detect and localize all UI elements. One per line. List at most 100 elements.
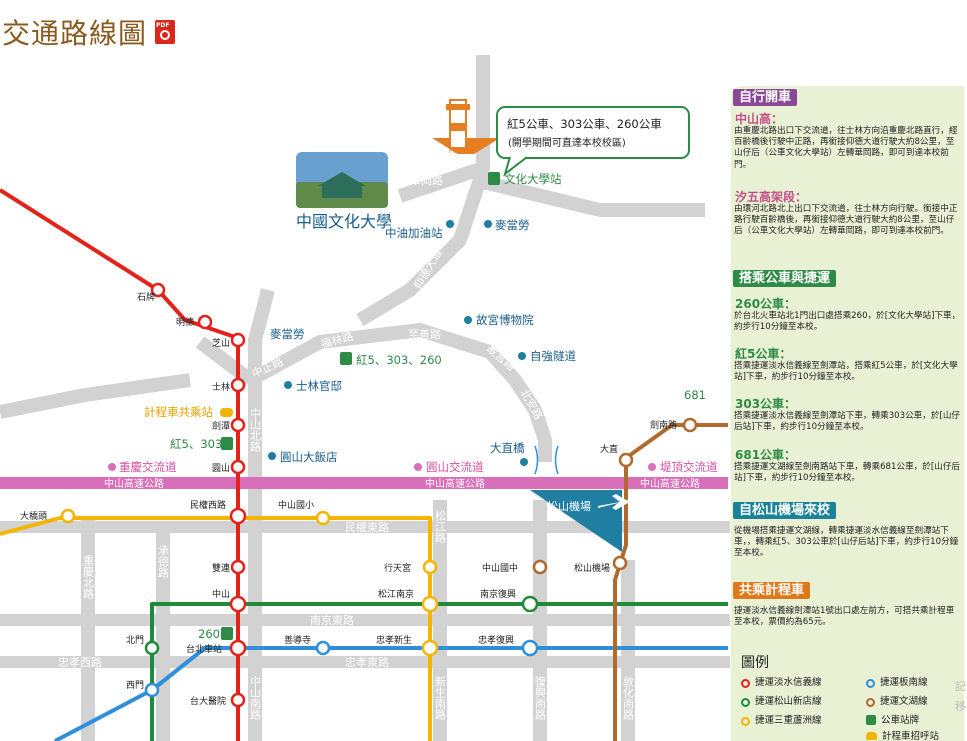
station-label-zhongshan-jh: 中山國中 — [482, 562, 518, 574]
pdf-icon-text: PDF — [156, 22, 170, 29]
road-hwagang — [397, 55, 490, 203]
station-mingde — [197, 314, 213, 330]
interchange-chongqing-dot — [108, 463, 116, 471]
station-label-taipei-main: 台北車站 — [186, 643, 222, 655]
directions-panel: 自行開車 中山高： 由重慶北路出口下交流道，往士林方向沿重慶北路直行，經百齡橋後… — [731, 86, 964, 741]
freeway-band — [0, 477, 728, 489]
airport-area — [530, 490, 622, 552]
place-hotel: 圓山大飯店 — [280, 450, 338, 464]
station-label-zhongshan-elem: 中山國小 — [278, 499, 314, 511]
station-jiannan — [682, 417, 698, 433]
legend-item-green: 捷運松山新店線 — [741, 693, 822, 707]
page-title: 交通路線圖 — [2, 17, 148, 50]
station-label-nanjing-fuxing: 南京復興 — [480, 588, 516, 600]
taxi-icon — [220, 408, 233, 417]
bus-b2: 搭乘捷運淡水信義線至劍潭站，搭乘紅5公車，於[文化大學站]下車，約步行10分鐘至… — [734, 361, 958, 383]
pdf-download-icon[interactable]: PDF — [155, 20, 175, 44]
bus-h3: 303公車： — [735, 397, 797, 411]
legend-blue-label: 捷運板南線 — [880, 677, 928, 688]
station-shuanglian — [230, 559, 246, 575]
station-label-shipai: 石牌 — [137, 291, 155, 303]
road-label-fuxing-s: 復興南路 — [534, 676, 547, 721]
road-label-nanjing-e: 南京東路 — [310, 613, 354, 627]
station-label-beimen: 北門 — [126, 635, 144, 646]
bus-b4: 搭乘捷運文湖線至劍南路站下車，轉乘681公車，於[山仔后站]下車，約步行10分鐘… — [734, 462, 961, 484]
station-xingtian — [422, 559, 438, 575]
section-drive: 自行開車 — [733, 89, 798, 106]
campus-building — [318, 172, 366, 198]
mrt-blue-line — [54, 646, 728, 741]
legend-item-yellow: 捷運三重蘆洲線 — [741, 712, 822, 726]
interchange-dingti: 堤頂交流道 — [660, 460, 718, 474]
bus-stop-label: 文化大學站 — [504, 172, 562, 186]
legend-red-label: 捷運淡水信義線 — [755, 677, 822, 688]
bus-h4: 681公車： — [735, 448, 797, 462]
bus-callout-box — [496, 106, 690, 159]
station-songjiang-nanjing — [421, 595, 439, 613]
bus-260-label: 260 — [198, 627, 220, 641]
place-bridge: 大直橋 — [490, 441, 525, 455]
place-museum: 故宮博物院 — [476, 313, 534, 327]
bus-callout-line1: 紅5公車、303公車、260公車 — [507, 117, 662, 131]
station-shandao — [315, 640, 331, 656]
station-zhishan — [230, 332, 246, 348]
legend-yellow-label: 捷運三重蘆洲線 — [755, 715, 822, 726]
pdf-swirl — [160, 30, 170, 40]
station-ximen — [144, 682, 160, 698]
legend-green-label: 捷運松山新店線 — [755, 696, 822, 707]
legend-taxi-icon — [866, 732, 877, 740]
road-label-songjiang: 松江路 — [434, 509, 447, 544]
road-label-fulin: 福林路 — [319, 329, 354, 351]
legend-title: 圖例 — [741, 655, 769, 671]
poi-museum-dot — [464, 316, 472, 324]
station-label-jiantan: 劍潭 — [212, 420, 230, 432]
legend-item-brown: 捷運文湖線 — [866, 693, 928, 707]
campus-badge: PCCU — [449, 148, 465, 155]
station-daqiaotou — [60, 508, 76, 524]
legend-bus-label: 公車站牌 — [881, 715, 920, 726]
bus-callout-line2: (開學期間可直達本校校區) — [508, 136, 626, 149]
road-label-zhishan: 至善路 — [408, 327, 441, 341]
bus-h2: 紅5公車： — [735, 347, 792, 361]
station-zhongxiao-fuxing — [521, 639, 539, 657]
station-dazhi — [618, 452, 634, 468]
road-label-chongqing-n: 重慶北路 — [82, 554, 95, 600]
legend-item-red: 捷運淡水信義線 — [741, 674, 822, 688]
station-label-zhongxiao-xinsheng: 忠孝新生 — [376, 634, 412, 646]
station-zhongxiao-xinsheng — [421, 639, 439, 657]
airport-label: 松山機場 — [547, 499, 591, 513]
place-mcd2: 麥當勞 — [270, 327, 305, 341]
station-label-ntuh: 台大醫院 — [190, 695, 226, 707]
poi-residence-dot — [284, 381, 292, 389]
station-zhongshan-jh — [532, 559, 548, 575]
bus-routes-label: 紅5、303、260 — [356, 353, 442, 367]
place-residence: 士林官邸 — [296, 379, 342, 393]
interchange-yuanshan: 圓山交流道 — [426, 460, 484, 474]
station-label-shuanglian: 雙連 — [212, 562, 230, 574]
station-label-daqiaotou: 大橋頭 — [20, 510, 47, 522]
road-yangde — [356, 167, 490, 327]
bus-h1: 260公車： — [735, 297, 797, 311]
road-label-beian: 北安路 — [517, 387, 546, 423]
road-label-hwagang: 華岡路 — [410, 174, 443, 187]
drive-h2: 汐五高架段： — [735, 190, 808, 204]
station-taipei-main — [229, 639, 247, 657]
airplane-icon — [598, 494, 634, 510]
road-label-zhongxiao-w: 忠孝西路 — [58, 656, 102, 669]
station-minquan-w — [229, 507, 247, 525]
bus-b3: 搭乘捷運淡水信義線至劍潭站下車，轉乘303公車，於[山仔后站]下車，約步行10分… — [734, 411, 961, 433]
bus-icon-fulin — [340, 352, 352, 365]
interchange-yuanshan-dot — [414, 463, 422, 471]
bus-icon-taipei — [221, 627, 233, 640]
station-yuanshan — [230, 459, 246, 475]
road-label-zhongshan-n: 中山北路 — [249, 408, 262, 453]
station-label-minquan-w: 民權西路 — [190, 499, 226, 511]
road-label-minquan-e: 民權東路 — [345, 521, 389, 534]
station-label-zhishan: 芝山 — [212, 337, 230, 349]
road-gugong — [484, 347, 552, 462]
bus-red5-303-label: 紅5、303 — [170, 437, 222, 451]
bus-b1: 於台北火車站北1門出口處搭乘260，於[文化大學站]下車，約步行10分鐘至本校。 — [734, 311, 961, 333]
station-label-shilin: 士林 — [212, 381, 230, 393]
road-north-fulin — [248, 288, 275, 470]
road-label-freeway2: 中山高速公路 — [425, 477, 485, 490]
